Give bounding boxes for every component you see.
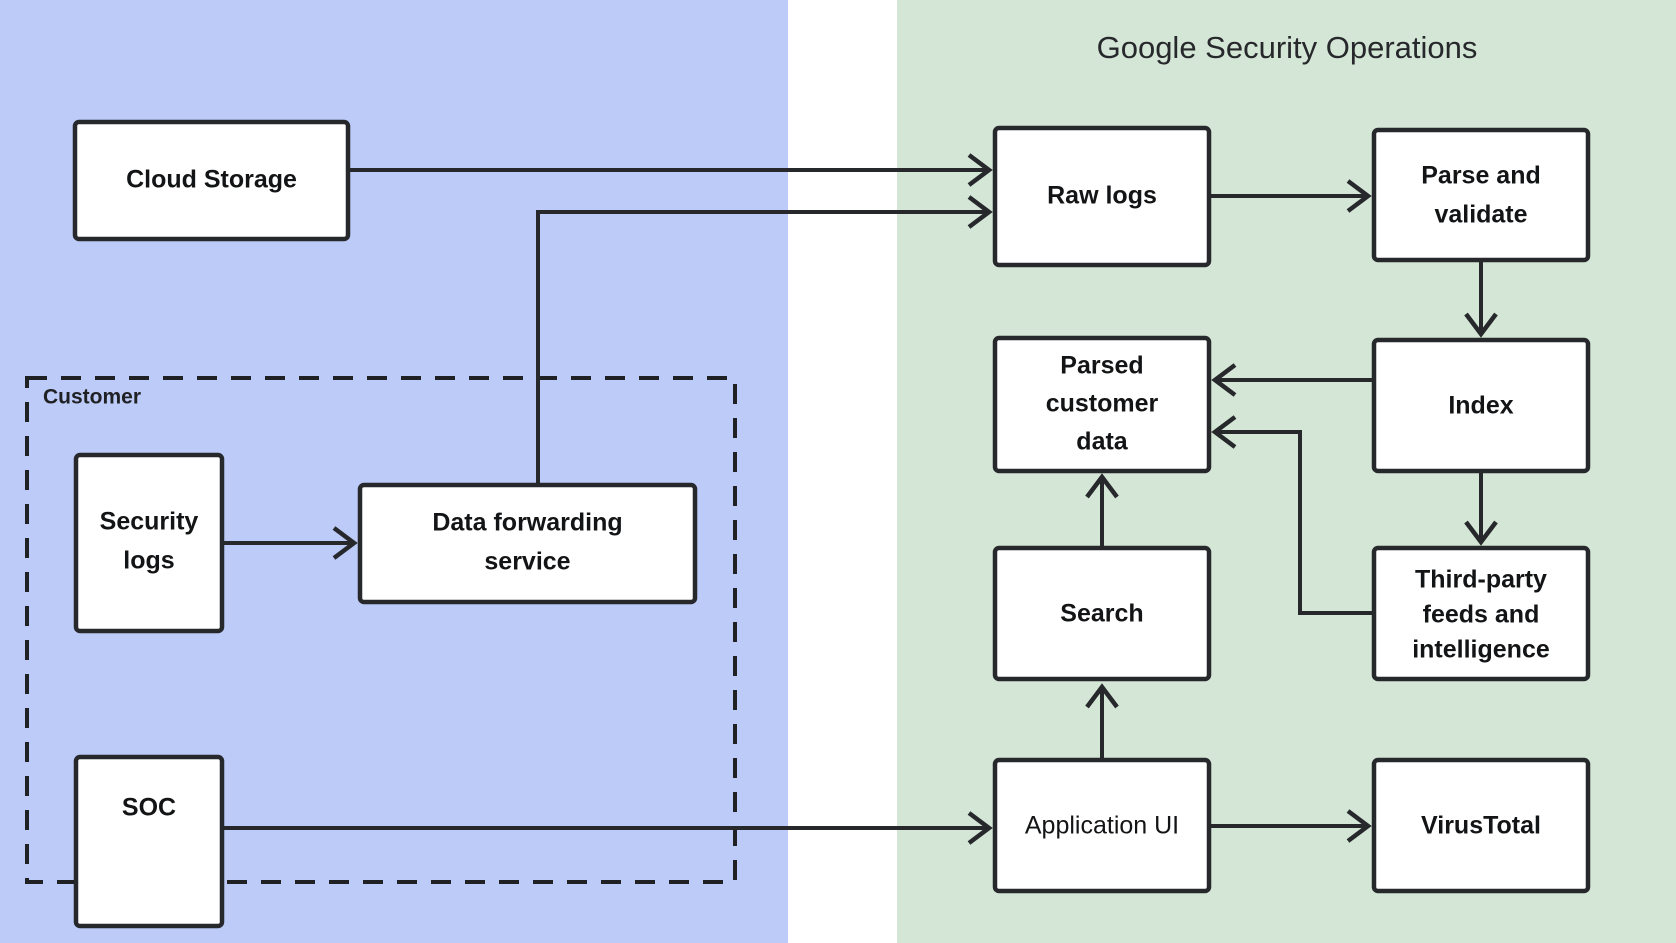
- edge-application-ui-to-search: [1085, 683, 1119, 760]
- node-index[interactable]: Index: [1371, 337, 1591, 474]
- node-soc-label: SOC: [122, 794, 176, 822]
- node-parsed-data-label-line3: data: [1076, 428, 1129, 456]
- node-data-forwarding-label-line2: service: [484, 548, 570, 576]
- edges-layer: [222, 153, 1498, 845]
- node-third-party-label-line2: feeds and: [1423, 601, 1540, 629]
- node-data-forwarding-label-line1: Data forwarding: [432, 509, 622, 537]
- edge-raw-logs-to-parse-validate: [1209, 179, 1372, 213]
- edge-soc-to-application-ui: [222, 811, 993, 845]
- edge-search-to-parsed-data: [1085, 473, 1119, 548]
- nodes-layer: Cloud Storage Security logs Data forward…: [72, 119, 1591, 929]
- node-data-forwarding-service[interactable]: Data forwarding service: [357, 482, 698, 605]
- node-security-logs[interactable]: Security logs: [73, 452, 225, 634]
- node-third-party-label-line1: Third-party: [1415, 566, 1547, 594]
- node-application-ui-label: Application UI: [1025, 812, 1179, 840]
- edge-index-to-parsed-data: [1211, 363, 1374, 397]
- node-parse-validate-label-line1: Parse and: [1421, 162, 1541, 190]
- node-parse-validate-label-line2: validate: [1434, 201, 1527, 229]
- edge-application-ui-to-virustotal: [1209, 809, 1372, 843]
- edge-index-to-third-party: [1464, 471, 1498, 546]
- node-parsed-data-label-line2: customer: [1046, 390, 1159, 418]
- node-third-party-feeds[interactable]: Third-party feeds and intelligence: [1371, 545, 1591, 682]
- edge-security-logs-to-data-forwarding: [222, 526, 358, 560]
- node-parsed-customer-data[interactable]: Parsed customer data: [992, 335, 1212, 474]
- node-third-party-label-line3: intelligence: [1412, 636, 1550, 664]
- node-parse-and-validate[interactable]: Parse and validate: [1371, 127, 1591, 263]
- customer-zone-boundary: [25, 376, 737, 884]
- node-virustotal-label: VirusTotal: [1421, 812, 1541, 840]
- node-cloud-storage-label: Cloud Storage: [126, 166, 297, 194]
- node-raw-logs[interactable]: Raw logs: [992, 125, 1212, 268]
- customer-zone-label: Customer: [43, 385, 141, 408]
- edge-cloud-storage-to-raw-logs: [348, 153, 993, 187]
- edge-data-forwarding-to-raw-logs: [536, 195, 993, 485]
- node-virustotal[interactable]: VirusTotal: [1371, 757, 1591, 894]
- edge-parse-validate-to-index: [1464, 260, 1498, 338]
- page-title: Google Security Operations: [1097, 30, 1478, 65]
- node-cloud-storage[interactable]: Cloud Storage: [72, 119, 351, 242]
- edge-third-party-to-parsed-data: [1211, 415, 1374, 615]
- node-application-ui[interactable]: Application UI: [992, 757, 1212, 894]
- node-raw-logs-label: Raw logs: [1047, 182, 1157, 210]
- node-search-label: Search: [1060, 600, 1143, 628]
- node-search[interactable]: Search: [992, 545, 1212, 682]
- node-security-logs-label-line2: logs: [123, 547, 174, 575]
- node-parsed-data-label-line1: Parsed: [1060, 352, 1143, 380]
- node-security-logs-label-line1: Security: [100, 508, 199, 536]
- node-index-label: Index: [1448, 392, 1513, 420]
- node-soc[interactable]: SOC: [73, 754, 225, 929]
